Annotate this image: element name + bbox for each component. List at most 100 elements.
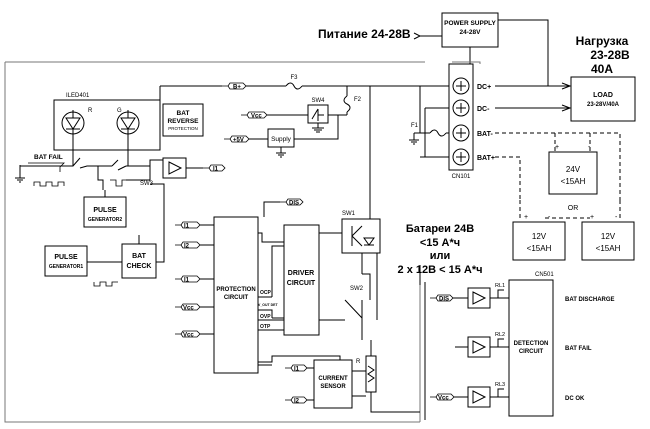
dc-plus-label: DC+ [477,84,491,91]
protection-input-3-label: Vcc [183,306,194,312]
current-sensor-label-2: SENSOR [320,384,346,390]
load-rating: 23-28V/40A [587,102,620,108]
detection-circuit-block: DETECTION CIRCUIT [508,279,554,417]
protection-input-3: Vcc [175,303,214,312]
b-plus-label: B+ [233,85,241,91]
battery-12v-b: + - 12V <15AH [581,214,635,261]
protection-input-0-label: I1 [184,224,190,230]
bat-check-label-2: CHECK [127,263,152,270]
protection-label-2: CIRCUIT [224,295,249,301]
power-supply-block: POWER SUPPLY 24-28V [413,12,549,84]
output-bat-fail: BAT FAIL [565,346,592,352]
power-supply-label: POWER SUPPLY [444,20,496,27]
protection-input-4-label: Vcc [183,333,194,339]
sw1-switch: SW1 [341,211,381,254]
supply-annotation: Питание 24-28В [318,27,411,41]
ovp-label: OVP [260,314,271,320]
battery-24v-voltage: 24V [566,165,581,174]
protection-input-2-label: I1 [184,278,190,284]
sw3-label: SW3 [140,181,154,187]
battery-12v-b-voltage: 12V [601,232,616,241]
battery-24v: + - 24V <15AH [548,144,598,195]
cn101-label: CN101 [452,174,471,180]
output-dc-ok: DC OK [565,396,585,402]
pulse-gen-1-label-2: GENERATOR1 [49,264,83,270]
load-annotation-1: Нагрузка [576,34,629,48]
led-r-label: R [88,108,93,114]
battery-12v-b-capacity: <15AH [596,244,621,253]
bat-check-label-1: BAT [132,253,147,260]
battery-24v-capacity: <15AH [561,177,586,186]
pulse-generator-1: PULSE GENERATOR1 [44,245,88,277]
protection-label-1: PROTECTION [216,287,255,293]
sw2-switch: SW2 [344,273,371,340]
battery-12v-b-plus: + [590,214,594,221]
vcc-top-label: Vcc [251,114,262,120]
current-sensor-block: CURRENT SENSOR [313,359,353,409]
protection-input-4: Vcc [175,330,214,339]
battery-annotation-1: Батареи 24В [406,223,474,235]
bat-plus-label: BAT+ [477,155,495,162]
cn501-label: CN501 [535,272,554,278]
cn101-connector: CN101 DC+ DC- BAT- BAT+ [448,63,495,180]
bat-fail-top-label: BAT FAIL [34,154,63,161]
battery-or-label: OR [568,205,579,212]
protection-input-1-label: I2 [184,244,190,250]
pulse-generator-2: PULSE GENERATOR2 [83,196,127,228]
bat-minus-label: BAT- [477,131,493,138]
resistor-r-label: R [356,359,361,365]
battery-12v-a-capacity: <15AH [527,244,552,253]
bat-reverse-label-3: PROTECTION [168,126,198,131]
cs-i1-label: I1 [294,367,300,373]
led-indicator-block: ILED401 R G [53,93,161,151]
bat-reverse-label-1: BAT [177,110,190,117]
pulse-gen-1-label-1: PULSE [54,254,78,261]
vout-det-label: V_OUT DET [258,303,279,307]
rl1-label: RL1 [495,283,505,289]
fuse-f1-label: F1 [411,123,419,129]
detection-label-2: CIRCUIT [519,349,544,355]
battery-12v-a-minus: - [548,214,551,221]
vcc-left-label: Vcc [438,396,449,402]
protection-input-2: I1 [175,275,214,284]
battery-24v-plus: + [555,144,559,151]
pulse-gen-2-label-2: GENERATOR2 [88,217,122,223]
battery-12v-b-minus: - [615,214,618,221]
otp-label: OTP [260,324,271,330]
fuse-f3-label: F3 [290,75,298,81]
protection-input-1: I2 [175,241,214,250]
detection-label-1: DETECTION [514,341,549,347]
battery-12v-a-voltage: 12V [532,232,547,241]
load-block: LOAD 23-28V/40A [570,76,636,122]
rl3-label: RL3 [495,382,505,388]
sw2-label: SW2 [350,286,364,292]
output-bat-discharge: BAT DISCHARGE [565,297,615,303]
ocp-label: OCP [260,290,272,296]
sw3-i1-label: I1 [213,167,219,173]
supply-label: Supply [271,136,292,143]
led-label: ILED401 [66,93,90,99]
load-annotation-2: 23-28В [590,48,630,62]
dc-minus-label: DC- [477,106,490,113]
battery-annotation-2: <15 А*ч [420,237,460,249]
load-annotation-3: 40А [591,62,613,76]
bat-reverse-protection-block: BAT REVERSE PROTECTION [162,103,204,137]
driver-label-1: DRIVER [288,270,314,277]
battery-annotation-4: 2 x 12В < 15 А*ч [398,264,483,276]
rl2-label: RL2 [495,332,505,338]
cs-i2-label: I2 [294,399,300,405]
battery-24v-minus: - [588,144,591,151]
protection-circuit-block: PROTECTION CIRCUIT [213,216,259,374]
power-supply-voltage: 24-28V [460,29,482,36]
battery-annotation-3: или [430,250,451,262]
protection-input-0: I1 [175,221,214,230]
current-sensor-label-1: CURRENT [318,376,348,382]
battery-12v-a-plus: + [524,214,528,221]
load-label: LOAD [593,92,613,99]
bat-check-block: BAT CHECK [121,243,157,279]
dis-top-label: DIS [289,201,299,207]
driver-label-2: CIRCUIT [287,280,316,287]
bat-reverse-label-2: REVERSE [167,118,199,125]
